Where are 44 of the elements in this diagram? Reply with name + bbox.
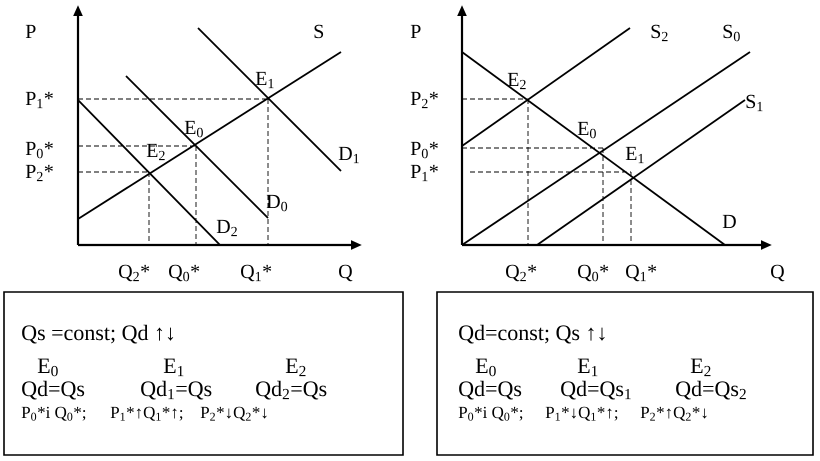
text-box	[3, 291, 404, 456]
price-label: P$_{1}$*	[26, 92, 53, 108]
curve-label: S$_{2}$	[652, 24, 668, 42]
curve-label: D$_{1}$	[338, 146, 359, 164]
price-label: P$_{2}$*	[410, 92, 438, 108]
text-box	[436, 291, 814, 456]
box-text: P$_{1}$*↑ Q$_{1}$*↑;	[110, 406, 182, 421]
box-text: E$_{0}$	[38, 358, 58, 376]
box-text: E$_{1}$	[578, 358, 598, 376]
price-label: P$_{0}$*	[26, 142, 53, 158]
axis-label: P	[410, 24, 421, 38]
box-text: Qd=Qs$_{1}$	[561, 380, 631, 400]
box-text: E$_{0}$	[476, 358, 496, 376]
box-text: Qd=Qs	[22, 380, 84, 400]
box-text: P$_{1}$*↓ Q$_{1}$*↑;	[546, 406, 618, 421]
curve-label: S	[314, 24, 324, 38]
box-text: P$_{2}$*↑ Q$_{2}$*↓	[640, 406, 707, 421]
box-text: P$_{0}$*i Q$_{0}$*;	[22, 406, 86, 421]
point-label: E$_{1}$	[626, 146, 644, 164]
box-text: E$_{2}$	[690, 358, 710, 376]
box-text: E$_{2}$	[286, 358, 306, 376]
point-label: E$_{1}$	[256, 72, 274, 88]
price-label: P$_{0}$*	[410, 142, 438, 158]
box-text: Qd=Qs$_{2}$	[676, 380, 746, 400]
point-label: E$_{2}$	[146, 144, 165, 160]
curve-label: D$_{0}$	[266, 194, 288, 212]
box-text: Qs =const; Qd ↑↓	[22, 324, 174, 344]
axis-label: P	[26, 24, 36, 38]
curve-label: S$_{0}$	[724, 24, 740, 42]
point-label: E$_{0}$	[578, 122, 596, 138]
price-label: P$_{2}$*	[26, 164, 53, 182]
price-label: P$_{1}$*	[410, 164, 438, 182]
curve-label: D$_{2}$	[216, 220, 237, 236]
box-text: Qd$_{1}$=Qs	[141, 380, 212, 400]
curve-label: S$_{1}$	[746, 94, 762, 112]
box-text: Qd$_{2}$=Qs	[256, 380, 326, 400]
curve-label: D	[722, 214, 736, 228]
box-text: Qd=Qs	[459, 380, 522, 400]
box-text: Qd=const; Qs ↑↓	[459, 324, 605, 344]
box-text: P$_{0}$*i Q$_{0}$*;	[458, 406, 522, 421]
box-text: P$_{2}$*↓ Q$_{2}$*↓	[200, 406, 267, 421]
box-text: E$_{1}$	[164, 358, 184, 376]
point-label: E$_{0}$	[184, 120, 203, 138]
point-label: E$_{2}$	[508, 72, 526, 90]
